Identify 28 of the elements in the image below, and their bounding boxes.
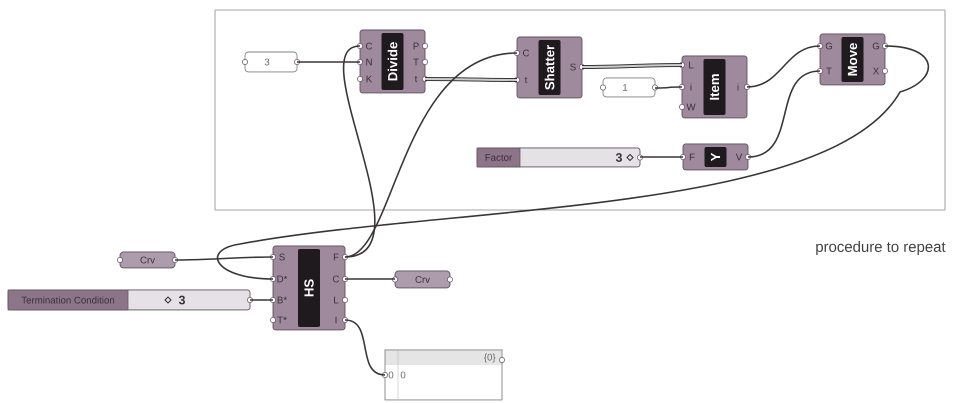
parameter-block: Crv <box>117 252 178 268</box>
wire <box>748 70 820 158</box>
group-label: procedure to repeat <box>816 241 946 255</box>
wire <box>655 86 682 89</box>
wire <box>217 45 929 280</box>
number-slider: Factor 3 <box>476 148 643 168</box>
number-panel: 3 <box>242 52 300 72</box>
component-block: HS S D* B* T* F C L I <box>270 246 348 330</box>
parameter-block: Crv <box>392 270 453 288</box>
wire <box>344 52 518 258</box>
wire <box>344 319 386 376</box>
component-block: Move G T G X <box>817 34 888 86</box>
wire <box>297 61 360 63</box>
component-block: Y F V <box>680 144 751 170</box>
wire <box>175 256 274 261</box>
component-block: Item L i W i <box>679 56 750 118</box>
wire <box>345 278 396 280</box>
wire <box>343 45 376 258</box>
wire <box>746 45 820 88</box>
number-slider: Termination Condition 3 <box>8 290 253 310</box>
wire <box>425 76 518 82</box>
wire <box>640 156 683 158</box>
data-panel: {0} 0 0 <box>382 350 505 400</box>
component-block: Divide C N K P T t <box>357 30 428 94</box>
number-panel: 1 <box>600 78 658 98</box>
wire <box>582 62 682 70</box>
component-block: Shatter C t S <box>514 36 585 98</box>
wire <box>250 299 273 301</box>
